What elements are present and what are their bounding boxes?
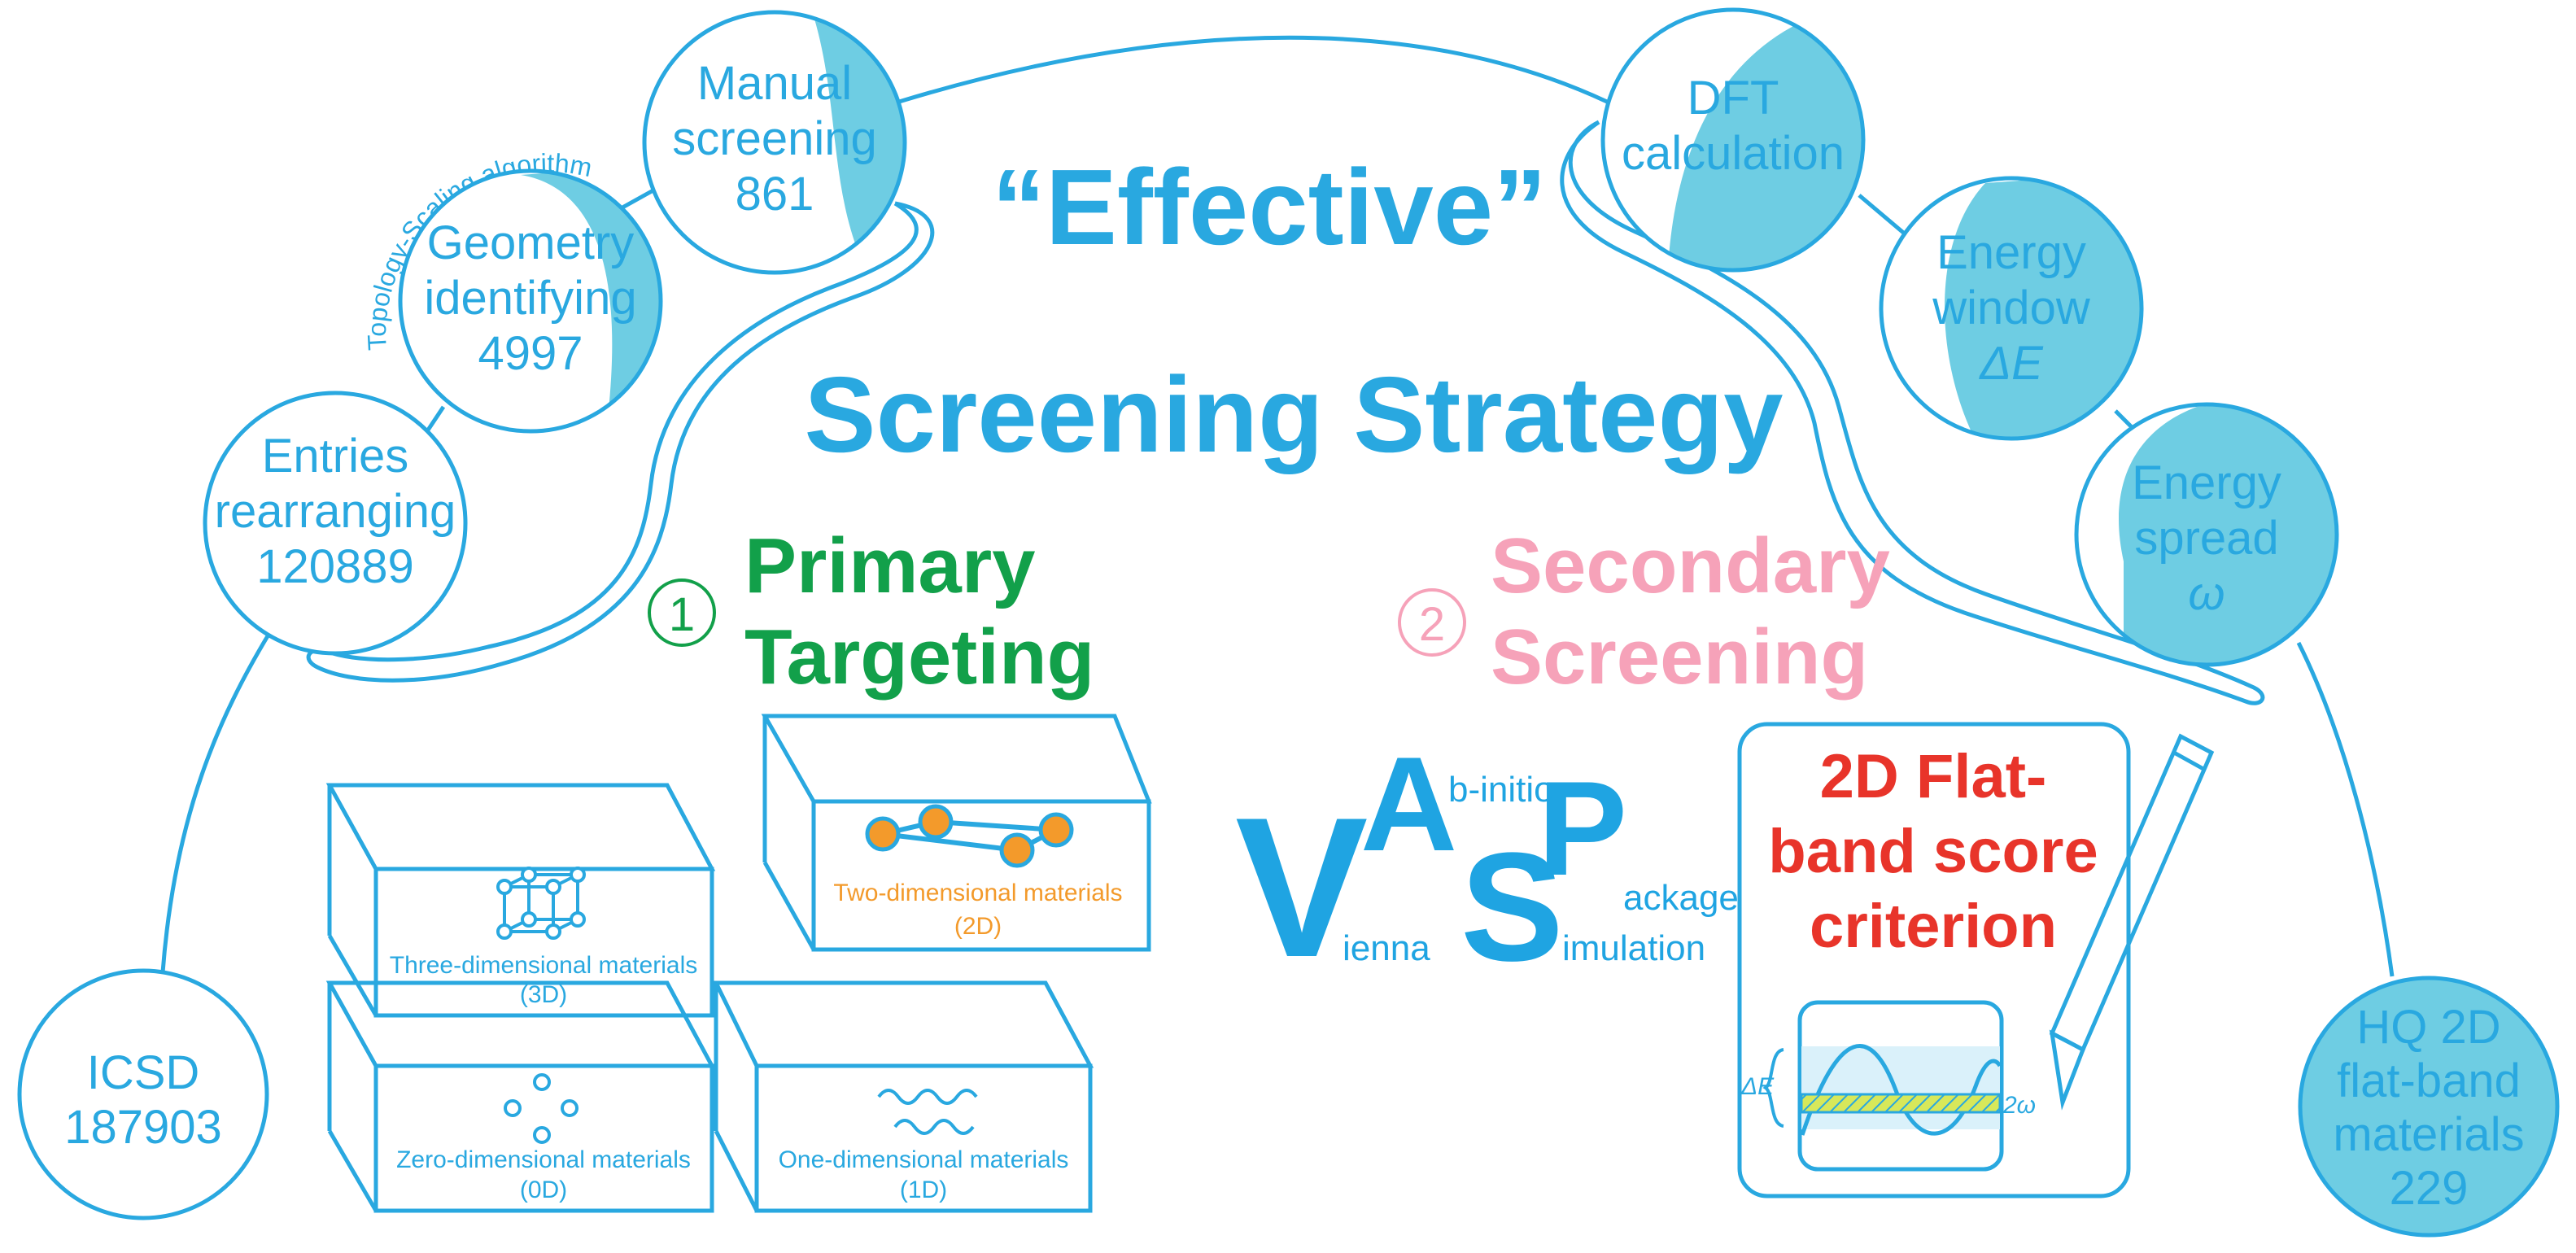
connecting-arcs — [160, 35, 2395, 977]
step-2-line1: Secondary — [1491, 522, 1890, 609]
icsd-label: ICSD — [87, 1046, 200, 1099]
manual-count: 861 — [736, 168, 814, 220]
dft-line2: calculation — [1622, 127, 1845, 180]
step-1-number: 1 — [669, 588, 695, 641]
criterion-line3: criterion — [1810, 892, 2057, 961]
circle-manual-screening: Manual screening 861 — [642, 10, 907, 275]
circle-dft-calculation: DFT calculation — [1600, 7, 1866, 273]
step-2-line2: Screening — [1491, 613, 1868, 701]
energy-spread-symbol: ω — [2188, 567, 2225, 620]
criterion-panel: 2D Flat- band score criterion ΔE 2ω — [1737, 722, 2131, 1198]
energy-spread-line2: spread — [2134, 512, 2278, 565]
step-primary-targeting: 1 Primary Targeting — [648, 522, 1094, 701]
delta-e-label: ΔE — [1740, 1073, 1775, 1100]
box-zero-dimensional — [325, 980, 716, 1213]
hq-line3: materials — [2333, 1108, 2524, 1161]
dft-line1: DFT — [1687, 72, 1779, 124]
box-1d-sublabel: (1D) — [900, 1177, 947, 1203]
step-1-line1: Primary — [744, 522, 1036, 609]
energy-window-symbol: ΔE — [1978, 337, 2044, 390]
two-omega-label: 2ω — [2002, 1092, 2036, 1119]
vasp-vienna: ienna — [1343, 928, 1430, 968]
circle-geometry-identifying: Geometry identifying 4997 — [398, 168, 663, 434]
vasp-abinitio: b-initio — [1448, 770, 1554, 810]
manual-line1: Manual — [697, 57, 852, 110]
pencil-icon — [2049, 733, 2215, 1111]
box-three-dimensional — [325, 783, 716, 1018]
left-brace — [306, 201, 935, 683]
manual-line2: screening — [672, 112, 876, 165]
box-two-dimensional — [761, 714, 1152, 952]
geometry-count: 4997 — [478, 327, 583, 380]
vasp-p: P — [1538, 753, 1627, 903]
vasp-s: S — [1460, 821, 1564, 993]
circle-icsd: ICSD 187903 — [17, 968, 269, 1220]
entries-count: 120889 — [256, 540, 414, 593]
geometry-line2: identifying — [424, 272, 636, 325]
step-1-line2: Targeting — [744, 613, 1094, 701]
page-title: “Effective” Screening Strategy — [804, 147, 1783, 474]
box-2d-label: Two-dimensional materials — [833, 880, 1122, 906]
vasp-simulation: imulation — [1562, 928, 1705, 968]
box-0d-sublabel: (0D) — [520, 1177, 567, 1203]
title-line1: “Effective” — [992, 147, 1547, 267]
box-one-dimensional — [712, 980, 1094, 1213]
energy-window-line2: window — [1932, 282, 2091, 334]
box-3d-sublabel: (3D) — [520, 981, 567, 1008]
flat-band-inset — [1797, 1000, 2004, 1172]
energy-window-line1: Energy — [1936, 226, 2086, 279]
box-3d-label: Three-dimensional materials — [390, 952, 698, 979]
criterion-line1: 2D Flat- — [1820, 742, 2047, 811]
criterion-line2: band score — [1768, 817, 2098, 886]
step-secondary-screening: 2 Secondary Screening — [1398, 522, 1890, 701]
circle-energy-spread: Energy spread ω — [2074, 402, 2339, 667]
geometry-line1: Geometry — [427, 216, 635, 269]
vasp-package: ackage — [1623, 878, 1739, 918]
energy-spread-line1: Energy — [2132, 456, 2281, 509]
circle-energy-window: Energy window ΔE — [1879, 176, 2144, 441]
hq-count: 229 — [2390, 1162, 2469, 1215]
vasp-v: V — [1235, 775, 1368, 998]
step-2-number: 2 — [1419, 598, 1445, 651]
box-0d-label: Zero-dimensional materials — [396, 1146, 691, 1173]
circle-hq-materials: HQ 2D flat-band materials 229 — [2298, 976, 2560, 1238]
icsd-count: 187903 — [64, 1101, 222, 1154]
vasp-logo: V A S P ienna b-initio ackage imulation — [1235, 729, 1739, 998]
entries-line2: rearranging — [215, 485, 456, 538]
right-brace — [1560, 120, 2265, 705]
vasp-a: A — [1360, 729, 1457, 879]
box-1d-label: One-dimensional materials — [779, 1146, 1069, 1173]
title-line2: Screening Strategy — [804, 355, 1783, 474]
entries-line1: Entries — [262, 430, 409, 482]
hq-line2: flat-band — [2337, 1054, 2521, 1107]
hq-line1: HQ 2D — [2356, 1001, 2500, 1054]
box-2d-sublabel: (2D) — [954, 913, 1002, 940]
